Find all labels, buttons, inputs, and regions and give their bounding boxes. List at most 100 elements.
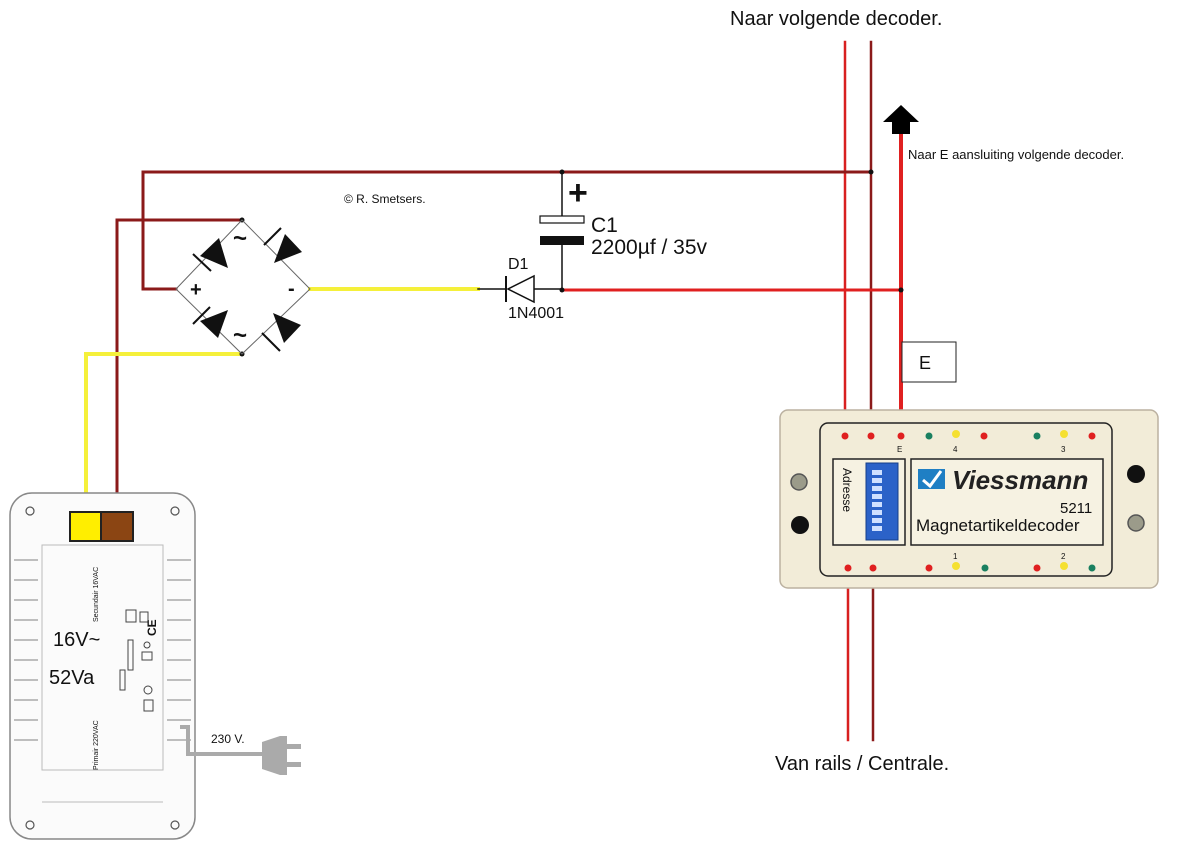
transformer-inner [41, 544, 164, 771]
ce-mark-icon: CE [145, 619, 159, 636]
heatsink-fins-left [14, 559, 38, 741]
led-icon [925, 432, 933, 440]
led-icon [1088, 564, 1096, 572]
transformer-power: 52Va [49, 667, 95, 689]
dip-switch-block [865, 462, 899, 541]
capacitor-value: 2200µf / 35v [591, 236, 708, 259]
viessmann-logo-icon [918, 469, 945, 489]
plug-pin-icon [287, 762, 301, 767]
dip-switch-icon [872, 526, 882, 531]
led-icon [1060, 430, 1068, 438]
arrow-note: Naar E aansluiting volgende decoder. [908, 147, 1124, 162]
mount-hole-icon [25, 506, 35, 516]
dip-switch-icon [872, 494, 882, 499]
led-mark-4: 4 [953, 445, 958, 454]
bridge-minus-label: - [288, 278, 295, 300]
screw-hole-icon [791, 516, 809, 534]
secondary-label: Secundair 16VAC [93, 567, 100, 622]
diode-part: 1N4001 [508, 305, 564, 322]
bridge-diode-icon [273, 313, 301, 343]
mains-cable [180, 725, 262, 756]
diode-d1: D1 1N4001 [505, 256, 564, 322]
screw-hole-icon [1127, 465, 1145, 483]
bridge-plus-label: + [190, 279, 202, 301]
primary-label: Primair 220VAC [93, 720, 100, 770]
yellow-terminal [69, 511, 102, 542]
decoder-inner-frame [819, 422, 1113, 577]
arrow-up-icon [883, 105, 919, 134]
decoder-model: 5211 [1060, 500, 1092, 517]
rating-marks-icon [119, 609, 154, 712]
bridge-outline [175, 219, 311, 355]
led-mark-3: 3 [1061, 445, 1066, 454]
bridge-diode-icon [200, 238, 228, 268]
mount-hole-icon [170, 506, 180, 516]
dip-switch-icon [872, 486, 882, 491]
e-box-frame [901, 341, 957, 383]
decoder-side-label: Adresse [840, 468, 854, 512]
bridge-diode-icon [200, 310, 228, 338]
bridge-diode-bar [192, 253, 212, 272]
transformer: 16V~ 52Va Secundair 16VAC Primair 220VAC… [9, 492, 196, 840]
bridge-ac-top-label: ~ [233, 225, 247, 252]
capacitor-name: C1 [591, 214, 618, 237]
transformer-voltage: 16V~ [53, 629, 100, 651]
plus-wire [141, 170, 873, 291]
mount-hole-icon [170, 820, 180, 830]
decoder-description: Magnetartikeldecoder [916, 516, 1080, 535]
decoder-brand: Viessmann [952, 465, 1088, 495]
top-heading: Naar volgende decoder. [730, 8, 942, 30]
dip-switch-icon [872, 478, 882, 483]
screw-icon [790, 473, 808, 491]
e-terminal-box: E [901, 341, 957, 383]
led-icon [869, 564, 877, 572]
brown-terminal [100, 511, 134, 542]
logo-check [922, 470, 943, 489]
led-icon [980, 432, 988, 440]
led-icon [952, 562, 960, 570]
bridge-diode-bar [263, 227, 282, 246]
capacitor-c1: + C1 2200µf / 35v [539, 174, 708, 259]
dip-switch-icon [872, 510, 882, 515]
decoder-module: E 4 3 1 2 Adresse [779, 409, 1159, 589]
capacitor-plate-negative [540, 236, 584, 245]
wires [84, 40, 903, 742]
dip-switch-icon [872, 502, 882, 507]
bridge-ac-bottom-label: ~ [233, 322, 247, 349]
dip-switch-icon [872, 518, 882, 523]
capacitor-polarity: + [568, 174, 588, 212]
led-mark-1: 1 [953, 552, 958, 561]
plug-pin-icon [287, 744, 301, 749]
led-icon [981, 564, 989, 572]
bridge-diode-bar [261, 332, 281, 352]
diode-icon [506, 274, 535, 304]
led-icon [925, 564, 933, 572]
dip-switch-icon [872, 470, 882, 475]
capacitor-plate-positive [539, 215, 585, 224]
led-icon [1033, 564, 1041, 572]
led-icon [952, 430, 960, 438]
plug-label: 230 V. [211, 732, 245, 746]
led-icon [897, 432, 905, 440]
e-box-label: E [919, 353, 931, 373]
led-icon [867, 432, 875, 440]
junction-dot [559, 169, 565, 175]
yellow-ac-wire [84, 352, 244, 516]
transformer-body [9, 492, 196, 840]
led-mark-e: E [897, 445, 902, 454]
plug-icon [262, 736, 287, 775]
dip-switches [872, 470, 882, 531]
brown-ac-wire [115, 218, 244, 516]
power-plug: 230 V. [180, 725, 301, 775]
led-mark-2: 2 [1061, 552, 1066, 561]
led-icon [1060, 562, 1068, 570]
heatsink-fins-right [167, 559, 191, 741]
bridge-diode-icon [274, 234, 302, 263]
junction-dot [559, 287, 565, 293]
diode-name: D1 [508, 256, 529, 273]
copyright: © R. Smetsers. [344, 192, 426, 206]
bottom-heading: Van rails / Centrale. [775, 753, 949, 775]
led-icon [844, 564, 852, 572]
mount-hole-icon [25, 820, 35, 830]
